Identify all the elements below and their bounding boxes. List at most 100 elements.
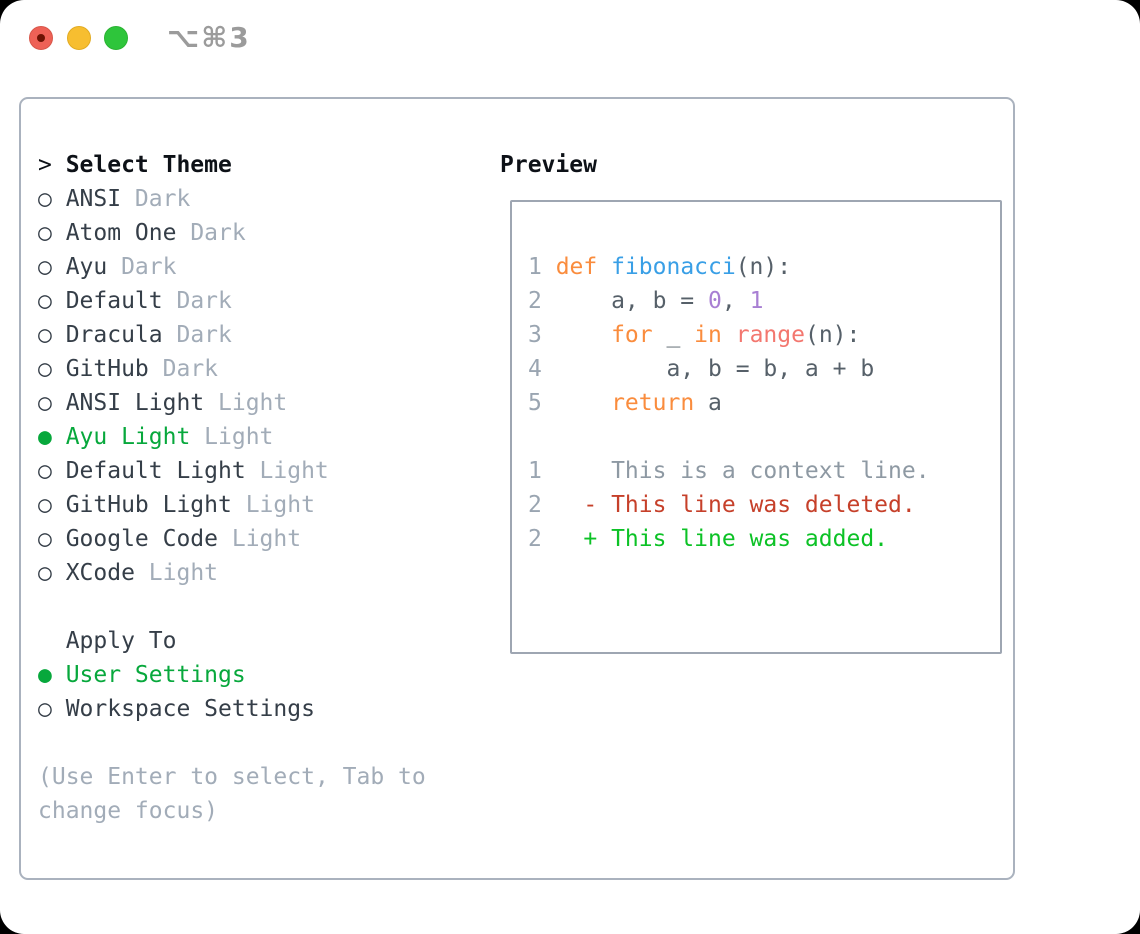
code-token: 1 xyxy=(749,288,764,314)
theme-variant-badge: Dark xyxy=(162,356,219,382)
code-line: 1 def fibonacci(n): xyxy=(528,250,1000,284)
theme-name: GitHub Light xyxy=(65,492,232,518)
theme-option-github-light[interactable]: ○ GitHub Light Light xyxy=(38,488,426,522)
theme-option-ayu-light-selected[interactable]: ● Ayu Light Light xyxy=(38,420,426,454)
radio-icon: ○ xyxy=(38,560,52,586)
code-token: , xyxy=(721,288,750,314)
theme-option-ayu-dark[interactable]: ○ Ayu Dark xyxy=(38,250,426,284)
code-token: a, b = b, a + b xyxy=(555,356,875,382)
theme-variant-badge: Light xyxy=(245,492,315,518)
theme-name: GitHub xyxy=(65,356,149,382)
diff-deleted-line: 2 - This line was deleted. xyxy=(528,488,1000,522)
code-token: fibonacci xyxy=(611,254,736,280)
theme-name: ANSI Light xyxy=(65,390,205,416)
select-theme-title: Select Theme xyxy=(65,152,232,178)
titlebar: ⌥⌘3 xyxy=(0,0,1140,75)
code-line: 3 for _ in range(n): xyxy=(528,318,1000,352)
theme-option-ansi-light[interactable]: ○ ANSI Light Light xyxy=(38,386,426,420)
theme-option-dracula-dark[interactable]: ○ Dracula Dark xyxy=(38,318,426,352)
radio-selected-icon: ● xyxy=(38,424,52,450)
code-token xyxy=(722,322,736,348)
radio-icon: ○ xyxy=(38,254,52,280)
line-number: 2 xyxy=(528,492,542,518)
theme-variant-badge: Light xyxy=(148,560,219,586)
radio-icon: ○ xyxy=(38,220,52,246)
apply-option-label: User Settings xyxy=(65,662,246,688)
radio-icon: ○ xyxy=(38,492,52,518)
theme-name: XCode xyxy=(65,560,135,586)
radio-icon: ○ xyxy=(38,288,52,314)
theme-variant-badge: Dark xyxy=(121,254,177,280)
code-token: a xyxy=(694,390,722,416)
theme-option-xcode[interactable]: ○ XCode Light xyxy=(38,556,426,590)
theme-variant-badge: Light xyxy=(259,458,329,484)
window-shortcut-label: ⌥⌘3 xyxy=(167,21,251,54)
code-token: 0 xyxy=(708,288,722,314)
radio-icon: ○ xyxy=(38,526,52,552)
theme-variant-badge: Dark xyxy=(176,322,232,348)
radio-icon: ○ xyxy=(38,696,52,722)
diff-text: - This line was deleted. xyxy=(555,492,916,518)
theme-variant-badge: Dark xyxy=(190,220,246,246)
line-number: 1 xyxy=(528,254,542,280)
close-button[interactable] xyxy=(29,26,53,50)
theme-option-default-dark[interactable]: ○ Default Dark xyxy=(38,284,426,318)
diff-text: + This line was added. xyxy=(555,526,889,552)
code-token: range xyxy=(735,322,805,348)
code-token: a, b = xyxy=(555,288,709,314)
line-number: 4 xyxy=(528,356,542,382)
theme-variant-badge: Dark xyxy=(134,186,191,212)
theme-name: Atom One xyxy=(65,220,177,246)
theme-name: Google Code xyxy=(65,526,219,552)
line-number: 2 xyxy=(528,288,542,314)
theme-option-atom-one-dark[interactable]: ○ Atom One Dark xyxy=(38,216,426,250)
radio-icon: ○ xyxy=(38,356,52,382)
theme-option-default-light[interactable]: ○ Default Light Light xyxy=(38,454,426,488)
theme-name: Default xyxy=(65,288,163,314)
line-number: 5 xyxy=(528,390,542,416)
code-token xyxy=(556,322,611,348)
line-number: 1 xyxy=(528,458,542,484)
theme-variant-badge: Light xyxy=(231,526,302,552)
code-line: 4 a, b = b, a + b xyxy=(528,352,1000,386)
theme-name: Dracula xyxy=(65,322,163,348)
code-token: in xyxy=(694,322,722,348)
radio-icon: ○ xyxy=(38,458,52,484)
apply-option-workspace-settings[interactable]: ○Workspace Settings xyxy=(38,692,426,726)
theme-name: Ayu xyxy=(65,254,108,280)
line-number: 3 xyxy=(528,322,542,348)
code-token: (n): xyxy=(804,322,861,348)
prompt-arrow-icon: > xyxy=(38,152,52,178)
radio-icon: ○ xyxy=(38,186,52,212)
apply-option-user-settings[interactable]: ● User Settings xyxy=(38,658,426,692)
diff-text: This is a context line. xyxy=(555,458,930,484)
theme-name: Ayu Light xyxy=(65,424,191,450)
maximize-button[interactable] xyxy=(104,26,128,50)
code-token: return xyxy=(611,390,695,416)
line-number: 2 xyxy=(528,526,542,552)
theme-variant-badge: Light xyxy=(204,424,274,450)
minimize-button[interactable] xyxy=(67,26,91,50)
help-text-line1: (Use Enter to select, Tab to xyxy=(38,764,426,790)
theme-name: ANSI xyxy=(65,186,122,212)
theme-variant-badge: Light xyxy=(218,390,288,416)
theme-variant-badge: Dark xyxy=(176,288,232,314)
diff-context-line: 1 This is a context line. xyxy=(528,454,1000,488)
theme-option-ansi-dark[interactable]: ○ ANSI Dark xyxy=(38,182,426,216)
apply-to-title: Apply To xyxy=(65,628,177,654)
radio-icon: ○ xyxy=(38,390,52,416)
code-line: 2 a, b = 0, 1 xyxy=(528,284,1000,318)
code-token: (n): xyxy=(735,254,792,280)
code-token: for xyxy=(611,322,653,348)
code-token: def xyxy=(555,254,612,280)
theme-name: Default Light xyxy=(65,458,246,484)
code-blank-line xyxy=(528,420,1000,454)
radio-icon: ○ xyxy=(38,322,52,348)
radio-selected-icon: ● xyxy=(38,662,52,688)
theme-option-github-dark[interactable]: ○ GitHub Dark xyxy=(38,352,426,386)
theme-option-google-code[interactable]: ○ Google Code Light xyxy=(38,522,426,556)
code-token: _ xyxy=(652,322,695,348)
select-theme-header: > Select Theme xyxy=(38,148,426,182)
